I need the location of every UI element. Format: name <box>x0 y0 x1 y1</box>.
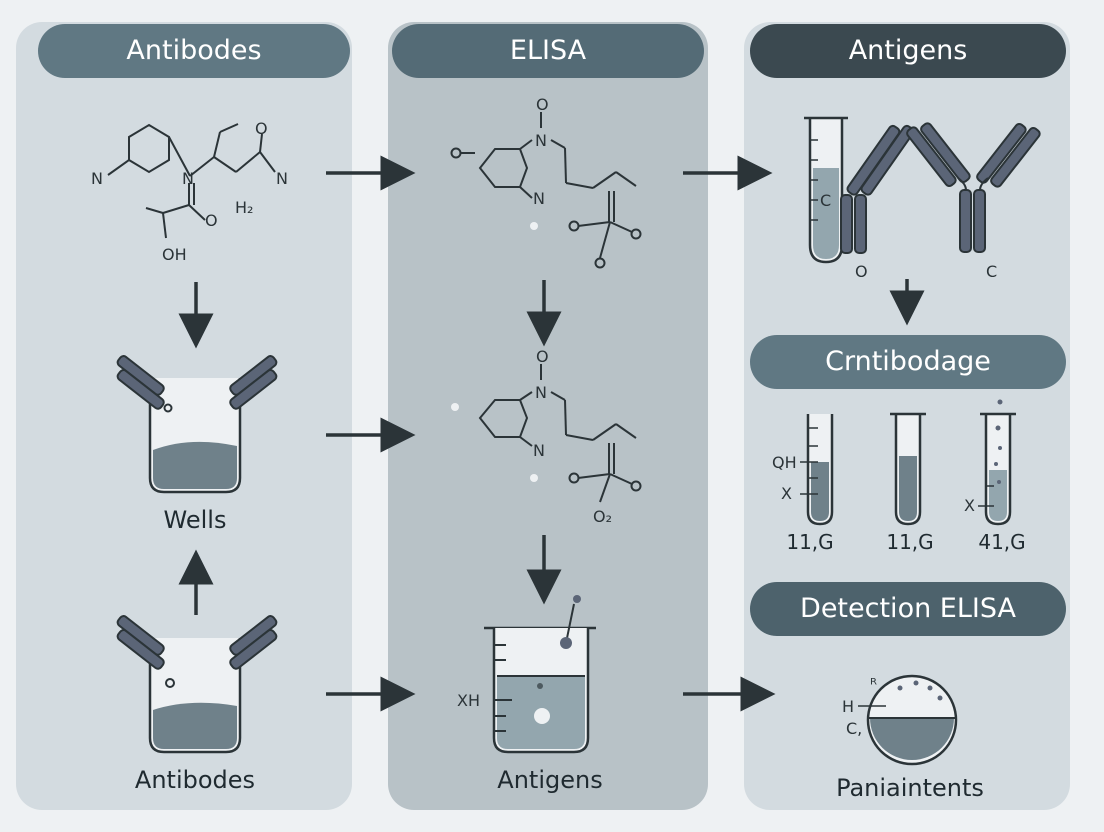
label-paniaintents: Paniaintents <box>836 774 984 802</box>
header-antibodies: Antibodes <box>38 24 350 78</box>
chem-flask-k: ᴿ <box>870 675 877 694</box>
antibody-y-1 <box>840 124 915 254</box>
chem-left-o1: O <box>255 119 268 138</box>
flow-arrows <box>178 155 925 712</box>
chem-mid-n2: N <box>533 189 545 208</box>
tube-label-2: 11,G <box>886 530 934 554</box>
label-antigens-bottom: Antigens <box>497 766 603 794</box>
header-crntibodage: Crntibodage <box>750 335 1066 389</box>
small-tube-2 <box>890 412 926 526</box>
antibody-y-2 <box>906 122 1041 253</box>
tube-mark-x3: X <box>964 496 975 515</box>
chem-left-oh: OH <box>162 245 187 264</box>
chem-left-n2: N <box>182 169 194 188</box>
header-antigens: Antigens <box>750 24 1066 78</box>
detection-flask <box>858 674 958 766</box>
chem-mid2-n2: N <box>533 441 545 460</box>
label-antibodes-bottom: Antibodes <box>134 766 256 794</box>
chem-antigen-c: C <box>820 191 831 210</box>
tube-label-1: 11,G <box>786 530 834 554</box>
chem-mid-o1: O <box>536 95 549 114</box>
chem-left-n3: N <box>276 169 288 188</box>
left-molecule <box>107 123 276 239</box>
middle-molecule-2 <box>478 364 642 503</box>
wells-beaker-1 <box>116 355 278 494</box>
chem-mid2-o: O <box>536 347 549 366</box>
chem-beaker-xh: XH <box>457 691 480 710</box>
header-elisa: ELISA <box>392 24 704 78</box>
chem-antigen-c2: C <box>986 262 997 281</box>
tube-mark-qh: QH <box>772 453 797 472</box>
chem-left-h2: H₂ <box>235 198 253 217</box>
chem-flask-c: C, <box>846 719 862 738</box>
small-tube-3 <box>978 399 1016 526</box>
chem-mid-n1: N <box>535 131 547 150</box>
chem-mid2-n1: N <box>535 383 547 402</box>
antigen-test-tube <box>804 116 848 264</box>
antibodies-beaker-2 <box>116 615 278 754</box>
label-wells: Wells <box>163 506 227 534</box>
chem-left-o2: O <box>205 211 218 230</box>
chem-mid2-o2: O₂ <box>593 507 612 526</box>
middle-molecule-1 <box>450 112 642 269</box>
tube-label-3: 41,G <box>978 530 1026 554</box>
chem-antigen-o: O <box>855 262 868 281</box>
chem-flask-h: H <box>842 697 854 716</box>
chem-left-n1: N <box>91 169 103 188</box>
header-detection-elisa: Detection ELISA <box>750 582 1066 636</box>
tube-mark-x1: X <box>781 484 792 503</box>
small-tube-1 <box>800 414 834 526</box>
antigens-beaker <box>484 595 596 754</box>
